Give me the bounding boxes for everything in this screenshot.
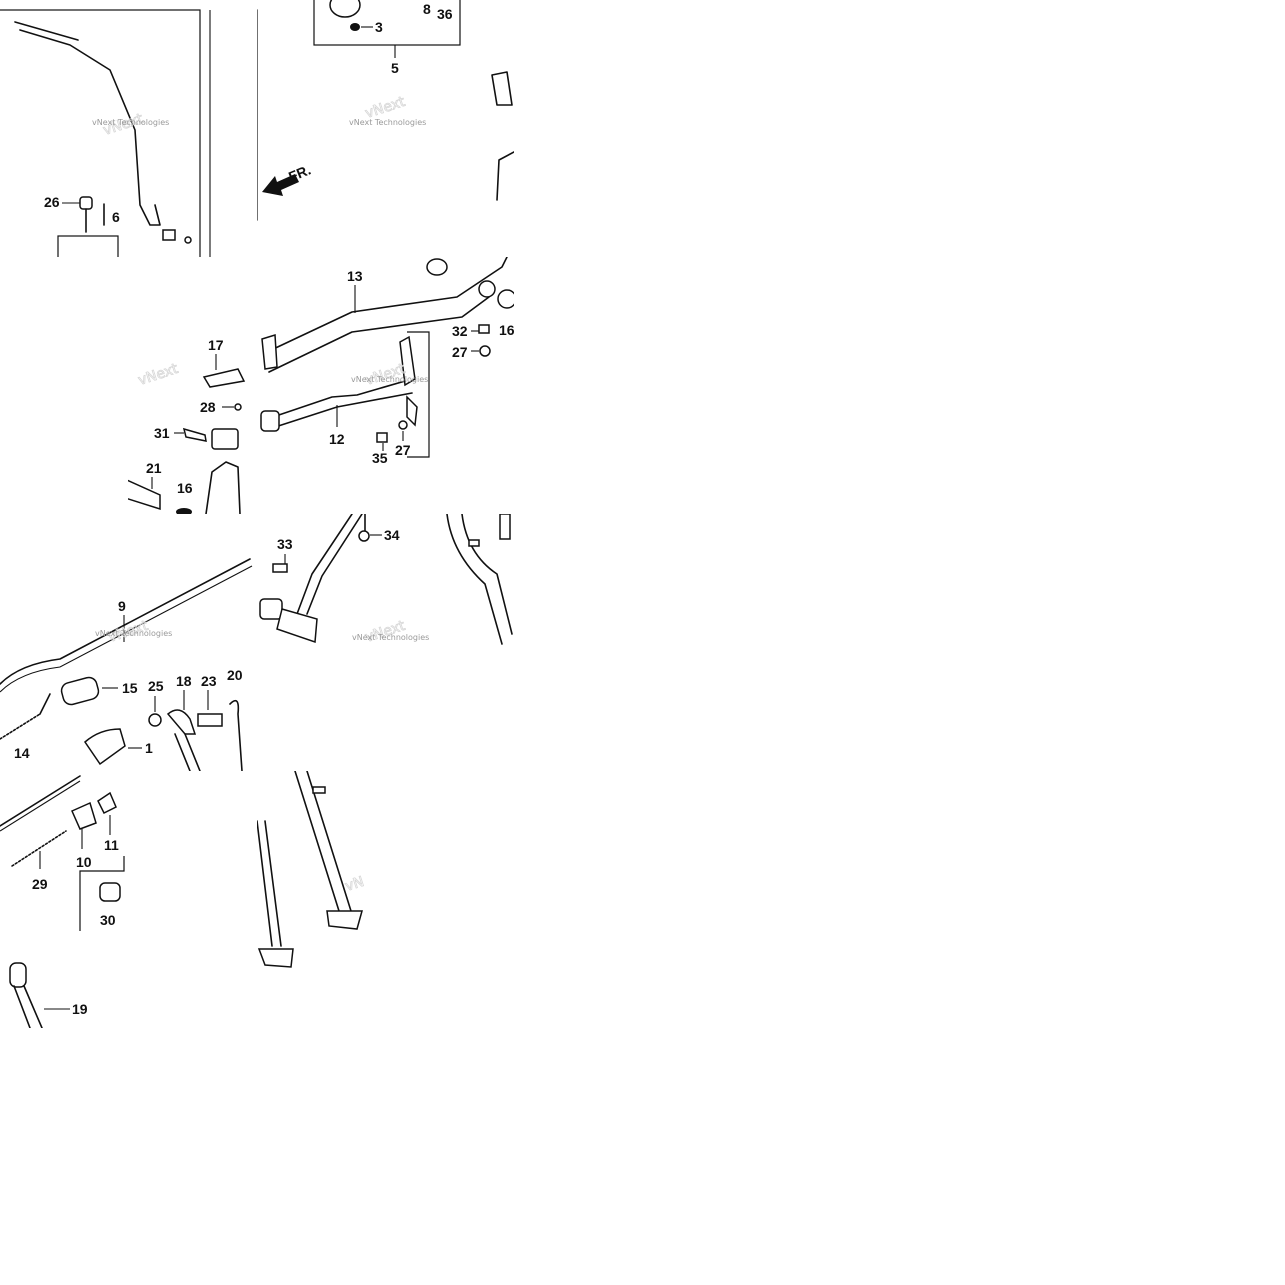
svg-text:vN: vN [343,874,366,895]
shaft [0,775,81,827]
knob-part [329,0,361,18]
front-arrow-icon [262,174,299,196]
tile-front-arrow: 3 8 36 5 FR. vNext vNext Technologies [257,0,514,257]
rod-9 [0,558,251,685]
callout-28: 28 [200,399,216,415]
direction-marker: FR. [286,161,313,184]
callout-6: 6 [112,209,120,225]
callout-19: 19 [72,1001,88,1017]
callout-32: 32 [452,323,468,339]
callout-30: 30 [100,912,116,928]
tile-mount-parts: 17 28 31 21 16 vNext [128,257,257,514]
spring-14 [0,693,51,740]
callout-13: 13 [347,268,363,284]
frame [0,9,201,257]
watermark: vNext Technologies [92,118,169,127]
svg-text:vNext Technologies: vNext Technologies [352,633,429,642]
callout-8: 8 [423,1,431,17]
callout-27: 27 [452,344,468,360]
frame-tube [461,514,513,635]
callout-16: 16 [177,480,193,496]
svg-text:vNext Technologies: vNext Technologies [349,118,426,127]
callout-15: 15 [122,680,138,696]
callout-16: 16 [499,322,514,338]
brake-pedal-12 [266,378,413,420]
tile-stand-parts: 10 11 29 30 19 [0,771,257,1028]
bolt-29 [11,830,67,867]
wing-nut-10 [71,801,97,830]
tile-stand-legs: vN [257,771,385,1028]
callout-23: 23 [201,673,217,689]
callout-25: 25 [148,678,164,694]
svg-text:vNext: vNext [136,361,180,389]
bracket-17 [202,368,246,388]
stand-leg-right [294,771,340,912]
callout-29: 29 [32,876,48,892]
callout-20: 20 [227,667,243,683]
svg-text:vNext Technologies: vNext Technologies [95,629,172,638]
svg-text:vNext Technologies: vNext Technologies [351,375,428,384]
bolt-26-head [79,196,93,210]
callout-21: 21 [146,460,162,476]
seal-16 [497,289,514,309]
tile-brake-rod: 9 14 15 25 18 23 20 1 [0,514,257,771]
tile-brake-pedal: 13 16 32 27 12 35 27 vNext vNext Technol… [257,257,514,514]
stand-foot-left [257,948,294,968]
tile-kick-lever: vNext vNext Technologies 26 6 [0,0,257,257]
pivot-bracket-1 [84,728,126,766]
pedal-pad [276,608,318,644]
spring-20 [229,699,243,771]
callout-3: 3 [375,19,383,35]
callout-10: 10 [76,854,92,870]
callout-35: 35 [372,450,388,466]
callout-33: 33 [277,536,293,552]
callout-17: 17 [208,337,224,353]
callout-36: 36 [437,6,453,22]
callout-26: 26 [44,194,60,210]
collar-15 [60,676,100,706]
pedal-arm [399,335,416,387]
spring-small [162,229,176,241]
brake-arm [286,514,353,625]
callout-5: 5 [391,60,399,76]
callout-12: 12 [329,431,345,447]
callout-9: 9 [118,598,126,614]
clip-11 [97,791,117,815]
stand-foot-right [326,910,363,930]
callout-31: 31 [154,425,170,441]
bracket-part [491,71,513,106]
pivot-shaft-21 [128,479,161,511]
bushing-30 [99,882,121,902]
detail-box [313,0,461,46]
kick-lever-drawing: vNext vNext Technologies 26 6 [0,9,211,257]
callout-34: 34 [384,527,400,543]
callout-14: 14 [14,745,30,761]
callout-1: 1 [145,740,153,756]
tile-pedal-tip: 34 33 vNext vNext Technologies [257,514,514,771]
callout-18: 18 [176,673,192,689]
callout-27: 27 [395,442,411,458]
brake-rod-13 [266,257,508,353]
kick-lever-grip [14,21,79,41]
callout-11: 11 [104,837,119,853]
kick-lever-arm [19,29,161,226]
